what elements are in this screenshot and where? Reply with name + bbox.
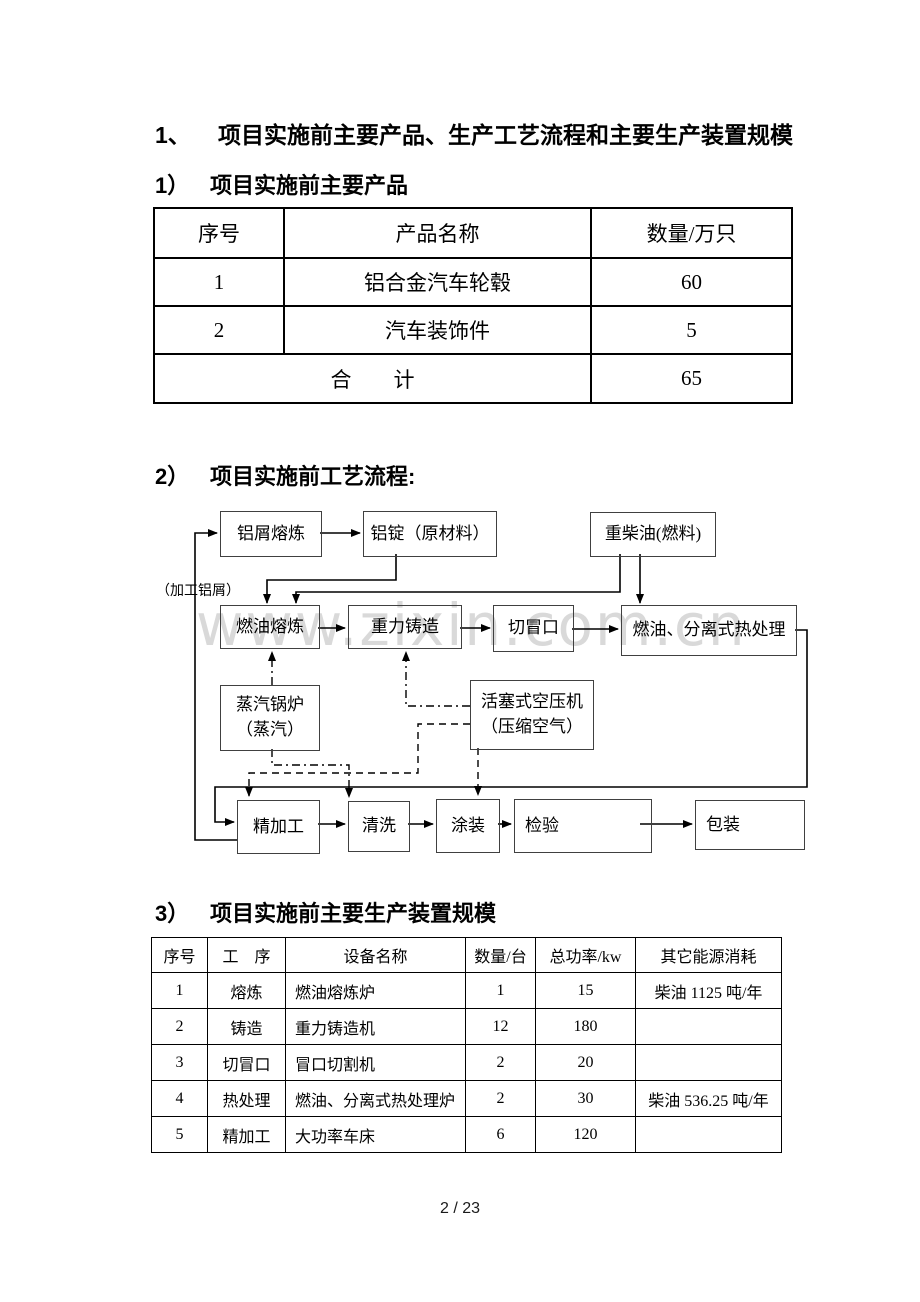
table-row: 2 汽车装饰件 5 — [153, 305, 793, 355]
cell-seq: 2 — [151, 1008, 208, 1045]
total-label: 合 计 — [153, 353, 592, 404]
cell-quantity: 12 — [465, 1008, 536, 1045]
cell-power: 15 — [535, 972, 636, 1009]
cell-process: 铸造 — [207, 1008, 286, 1045]
flow-box-inspection: 检验 — [514, 799, 652, 853]
cell-seq: 5 — [151, 1116, 208, 1153]
cell-other-energy — [635, 1008, 782, 1045]
cell-power: 180 — [535, 1008, 636, 1045]
section-1-heading: 1、 项目实施前主要产品、生产工艺流程和主要生产装置规模 — [155, 116, 793, 150]
cell-product: 铝合金汽车轮毂 — [283, 257, 592, 307]
flow-box-fuel-melting: 燃油熔炼 — [220, 605, 320, 649]
section-1-title: 项目实施前主要产品、生产工艺流程和主要生产装置规模 — [218, 122, 793, 148]
products-table: 序号 产品名称 数量/万只 1 铝合金汽车轮毂 60 2 汽车装饰件 5 合 计… — [153, 207, 793, 404]
cell-seq: 1 — [151, 972, 208, 1009]
cell-equipment: 重力铸造机 — [285, 1008, 466, 1045]
col-header-seq: 序号 — [153, 207, 285, 259]
watermark-text: www.zixin.com.cn — [196, 591, 747, 659]
cell-seq: 2 — [153, 305, 285, 355]
subsection-1-title: 项目实施前主要产品 — [210, 173, 409, 198]
col-header-seq: 序号 — [151, 937, 208, 973]
cell-power: 20 — [535, 1044, 636, 1081]
subsection-3-title: 项目实施前主要生产装置规模 — [210, 901, 497, 926]
flow-box-heat-treatment: 燃油、分离式热处理 — [621, 605, 797, 656]
page-number: 2 / 23 — [439, 1200, 481, 1217]
cell-quantity: 6 — [465, 1116, 536, 1153]
equipment-table: 序号 工 序 设备名称 数量/台 总功率/kw 其它能源消耗 1 熔炼 燃油熔炼… — [151, 937, 782, 1153]
cell-seq: 3 — [151, 1044, 208, 1081]
scrap-aluminum-label: （加工铝屑） — [156, 584, 240, 599]
cell-seq: 4 — [151, 1080, 208, 1117]
flow-box-gravity-casting: 重力铸造 — [348, 605, 462, 649]
cell-process: 熔炼 — [207, 972, 286, 1009]
flow-box-air-compressor: 活塞式空压机 （压缩空气） — [470, 680, 594, 750]
cell-power: 120 — [535, 1116, 636, 1153]
flow-box-cleaning: 清洗 — [348, 801, 410, 852]
cell-process: 精加工 — [207, 1116, 286, 1153]
col-header-process: 工 序 — [207, 937, 286, 973]
air-compressor-line1: 活塞式空压机 — [481, 692, 583, 712]
col-header-other-energy: 其它能源消耗 — [635, 937, 782, 973]
cell-quantity: 1 — [465, 972, 536, 1009]
table-row: 3 切冒口 冒口切割机 2 20 — [151, 1044, 782, 1081]
cell-other-energy — [635, 1044, 782, 1081]
cell-quantity: 2 — [465, 1044, 536, 1081]
cell-other-energy: 柴油 536.25 吨/年 — [635, 1080, 782, 1117]
table-row: 4 热处理 燃油、分离式热处理炉 2 30 柴油 536.25 吨/年 — [151, 1080, 782, 1117]
table-row: 1 铝合金汽车轮毂 60 — [153, 257, 793, 307]
subsection-2-title: 项目实施前工艺流程: — [210, 464, 416, 489]
flow-box-heavy-diesel: 重柴油(燃料) — [590, 512, 716, 557]
subsection-2-number: 2） — [155, 464, 190, 489]
process-flowchart: www.zixin.com.cn — [0, 495, 920, 885]
cell-seq: 1 — [153, 257, 285, 307]
section-1-number: 1、 — [155, 122, 191, 148]
steam-boiler-line1: 蒸汽锅炉 — [236, 695, 304, 715]
subsection-2-heading: 2） 项目实施前工艺流程: — [155, 459, 415, 491]
flow-box-precision-machining: 精加工 — [237, 800, 320, 854]
flow-box-painting: 涂装 — [436, 799, 500, 853]
cell-qty: 60 — [590, 257, 793, 307]
cell-equipment: 冒口切割机 — [285, 1044, 466, 1081]
subsection-3-heading: 3） 项目实施前主要生产装置规模 — [155, 896, 496, 928]
cell-equipment: 大功率车床 — [285, 1116, 466, 1153]
table-header-row: 序号 产品名称 数量/万只 — [153, 207, 793, 259]
subsection-1-number: 1） — [155, 173, 190, 198]
col-header-quantity: 数量/台 — [465, 937, 536, 973]
steam-boiler-line2: （蒸汽） — [236, 720, 304, 739]
cell-process: 切冒口 — [207, 1044, 286, 1081]
col-header-qty: 数量/万只 — [590, 207, 793, 259]
cell-other-energy — [635, 1116, 782, 1153]
total-value: 65 — [590, 353, 793, 404]
flow-box-scrap-melting: 铝屑熔炼 — [220, 511, 322, 557]
col-header-product: 产品名称 — [283, 207, 592, 259]
flow-box-aluminum-ingot: 铝锭（原材料） — [363, 511, 497, 557]
col-header-equipment: 设备名称 — [285, 937, 466, 973]
cell-qty: 5 — [590, 305, 793, 355]
flow-box-packing: 包装 — [695, 800, 805, 850]
cell-quantity: 2 — [465, 1080, 536, 1117]
flow-box-riser-cutting: 切冒口 — [493, 605, 574, 652]
cell-equipment: 燃油熔炼炉 — [285, 972, 466, 1009]
subsection-1-heading: 1） 项目实施前主要产品 — [155, 168, 408, 200]
flow-box-steam-boiler: 蒸汽锅炉 （蒸汽） — [220, 685, 320, 751]
table-header-row: 序号 工 序 设备名称 数量/台 总功率/kw 其它能源消耗 — [151, 937, 782, 973]
cell-product: 汽车装饰件 — [283, 305, 592, 355]
table-row: 2 铸造 重力铸造机 12 180 — [151, 1008, 782, 1045]
cell-process: 热处理 — [207, 1080, 286, 1117]
cell-equipment: 燃油、分离式热处理炉 — [285, 1080, 466, 1117]
table-row: 5 精加工 大功率车床 6 120 — [151, 1116, 782, 1153]
table-total-row: 合 计 65 — [153, 353, 793, 404]
cell-power: 30 — [535, 1080, 636, 1117]
subsection-3-number: 3） — [155, 901, 190, 926]
cell-other-energy: 柴油 1125 吨/年 — [635, 972, 782, 1009]
air-compressor-line2: （压缩空气） — [481, 717, 583, 736]
flowchart-connectors — [194, 529, 808, 841]
col-header-power: 总功率/kw — [535, 937, 636, 973]
table-row: 1 熔炼 燃油熔炼炉 1 15 柴油 1125 吨/年 — [151, 972, 782, 1009]
